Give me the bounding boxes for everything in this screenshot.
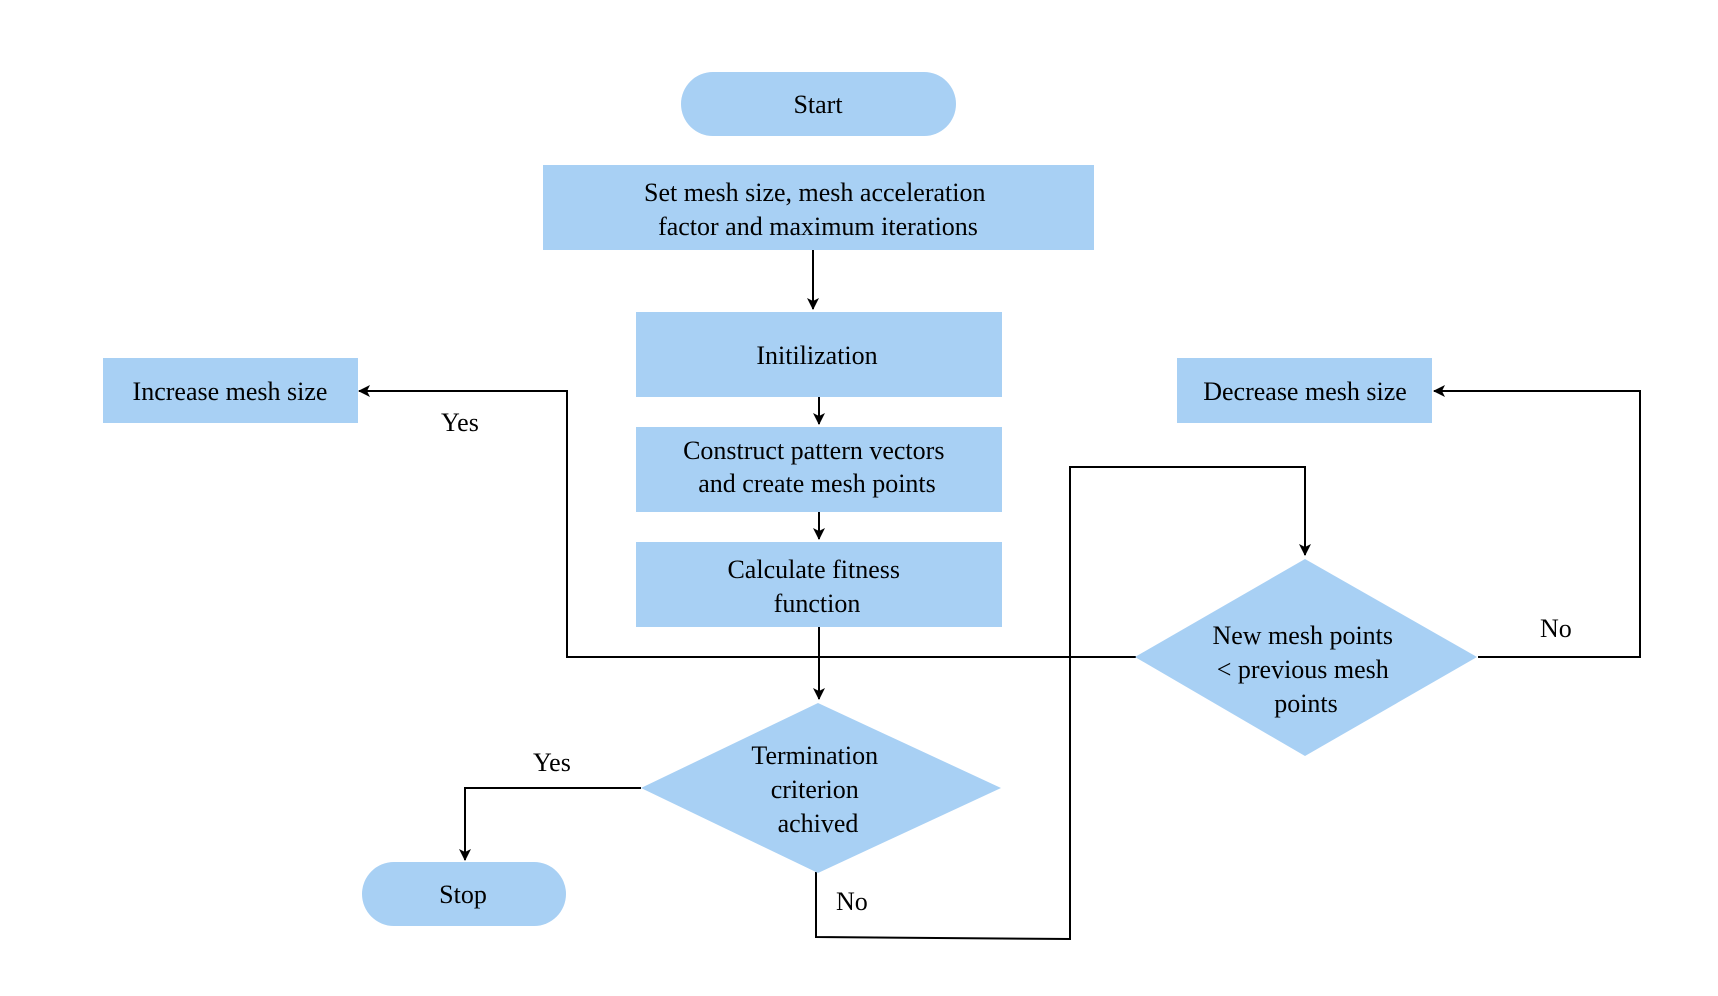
termination-decision-shape bbox=[641, 703, 1001, 873]
setup-label: Set mesh size, mesh acceleration factor … bbox=[644, 178, 992, 241]
edge-label-stop-yes: Yes bbox=[533, 748, 571, 777]
fitness-process-shape bbox=[636, 542, 1002, 627]
arrow-termination-no-to-compare bbox=[815, 466, 1311, 941]
setup-process-shape bbox=[543, 165, 1094, 250]
construct-process-shape bbox=[636, 427, 1002, 512]
node-init: Initilization bbox=[636, 312, 1002, 397]
edge-label-decrease-no: No bbox=[1540, 614, 1572, 643]
decrease-label: Decrease mesh size bbox=[1203, 377, 1407, 406]
arrow-termination-yes-to-stop bbox=[459, 787, 641, 861]
node-increase: Increase mesh size bbox=[103, 358, 358, 423]
node-setup: Set mesh size, mesh acceleration factor … bbox=[543, 165, 1094, 250]
init-label: Initilization bbox=[756, 341, 877, 370]
fitness-label: Calculate fitness function bbox=[727, 555, 906, 618]
connectors bbox=[358, 250, 1641, 941]
stop-label: Stop bbox=[439, 880, 487, 909]
node-stop: Stop bbox=[362, 862, 566, 926]
increase-label: Increase mesh size bbox=[133, 377, 328, 406]
increase-process-shape bbox=[103, 358, 358, 423]
node-decrease: Decrease mesh size bbox=[1177, 358, 1432, 423]
start-label: Start bbox=[793, 90, 843, 119]
start-terminal-shape bbox=[681, 72, 956, 136]
stop-terminal-shape bbox=[362, 862, 566, 926]
arrow-compare-yes-to-increase bbox=[358, 385, 1136, 658]
edge-label-increase-yes: Yes bbox=[441, 408, 479, 437]
node-construct: Construct pattern vectors and create mes… bbox=[636, 427, 1002, 512]
init-process-shape bbox=[636, 312, 1002, 397]
termination-label: Termination criterion achived bbox=[751, 741, 884, 838]
node-compare: New mesh points < previous mesh points bbox=[1135, 559, 1477, 756]
node-fitness: Calculate fitness function bbox=[636, 542, 1002, 627]
construct-label: Construct pattern vectors and create mes… bbox=[683, 436, 951, 498]
node-termination: Termination criterion achived bbox=[641, 703, 1001, 873]
decrease-process-shape bbox=[1177, 358, 1432, 423]
compare-label: New mesh points < previous mesh points bbox=[1212, 621, 1399, 718]
node-start: Start bbox=[681, 72, 956, 136]
compare-decision-shape bbox=[1135, 559, 1477, 756]
arrow-compare-no-to-decrease bbox=[1433, 385, 1641, 658]
edge-label-termination-no: No bbox=[836, 887, 868, 916]
